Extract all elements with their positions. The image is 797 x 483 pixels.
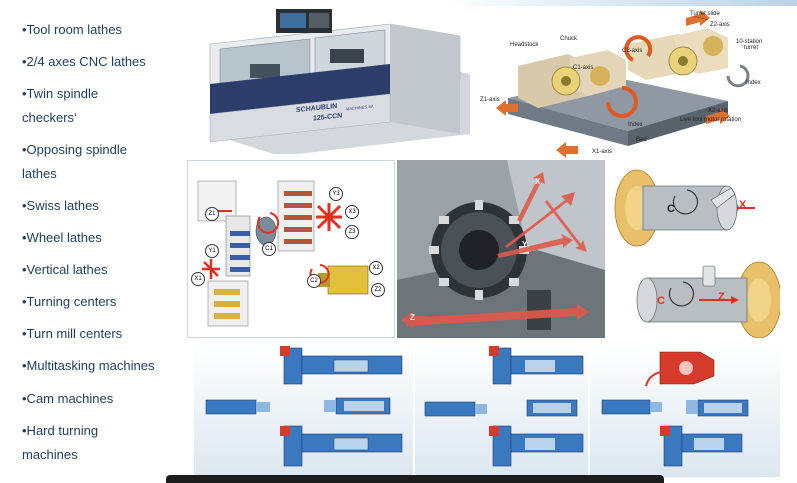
bullet-hard-turning-cont: machines: [22, 447, 78, 462]
bullet-swiss-lathes: •Swiss lathes: [22, 198, 99, 213]
spindle-schematic-3: [590, 342, 780, 477]
bullet-vertical-lathes: •Vertical lathes: [22, 262, 108, 277]
axis-label-c2: C2: [307, 274, 321, 288]
label-x2-axis: X2-axis: [708, 108, 729, 114]
label-live-tool: Live tool motor rotation: [680, 117, 742, 123]
axis-label-z1: Z1: [205, 207, 219, 221]
axis-label-x1: X1: [191, 272, 205, 286]
bottom-scroll-bar[interactable]: [166, 475, 664, 483]
bullet-cam-machines: •Cam machines: [22, 391, 114, 406]
bullet-multitasking: •Multitasking machines: [22, 358, 155, 373]
bullet-twin-spindle: •Twin spindle: [22, 86, 99, 101]
label-ten-station: 10-station: [736, 39, 763, 45]
label-bed: Bed: [636, 137, 647, 143]
label-z2-axis: Z2-axis: [710, 22, 730, 28]
label-x1-axis: X1-axis: [592, 149, 613, 155]
bullet-wheel-lathes: •Wheel lathes: [22, 230, 102, 245]
axis-label-y3: Y3: [329, 187, 343, 201]
label-c1-axis: C1-axis: [573, 65, 594, 71]
label-index-bottom: Index: [628, 122, 643, 128]
multi-axis-schematic: [187, 160, 395, 338]
spindle-schematic-1: [194, 342, 413, 477]
label-chuck: Chuck: [560, 36, 578, 42]
top-gradient-strip: [0, 0, 797, 6]
bullet-opposing-spindle: •Opposing spindle: [22, 142, 128, 157]
workpiece-label-c-bottom: C: [657, 295, 665, 307]
bullet-turn-mill-centers: •Turn mill centers: [22, 326, 123, 341]
bullet-turning-centers: •Turning centers: [22, 294, 117, 309]
axis-label-z3: Z3: [345, 225, 359, 239]
label-turret: turret: [744, 45, 759, 51]
spindle-schematic-2: [415, 342, 588, 477]
label-headstock: Headstock: [510, 42, 539, 48]
turret-axis-z: Z: [410, 313, 415, 322]
workpiece-label-z: Z: [718, 291, 725, 303]
bullet-twin-spindle-cont: checkers‘: [22, 110, 77, 125]
label-z1-axis: Z1-axis: [480, 97, 500, 103]
workpiece-axis-diagram: [607, 160, 780, 338]
label-turret-slide: Turret slide: [690, 11, 720, 17]
axis-label-x3: X3: [345, 205, 359, 219]
turret-axis-diagram: [478, 6, 788, 158]
axis-label-y1: Y1: [205, 244, 219, 258]
turret-axis-x: X: [535, 177, 541, 186]
bullet-tool-room-lathes: •Tool room lathes: [22, 22, 122, 37]
bullet-cnc-lathes: •2/4 axes CNC lathes: [22, 54, 146, 69]
axis-label-z2: Z2: [371, 283, 385, 297]
turret-axis-y: Y: [522, 240, 528, 249]
workpiece-label-c-top: C: [667, 203, 675, 215]
cnc-machine-photo: [190, 4, 480, 154]
bullet-opposing-spindle-cont: lathes: [22, 166, 57, 181]
turret-photo: [397, 160, 605, 338]
workpiece-label-x: X: [739, 199, 747, 211]
label-index-right: Index: [746, 80, 761, 86]
bullet-hard-turning: •Hard turning: [22, 423, 99, 438]
axis-label-x2: X2: [369, 261, 383, 275]
label-c2-axis: C2-axis: [622, 48, 643, 54]
axis-label-c1: C1: [262, 242, 276, 256]
